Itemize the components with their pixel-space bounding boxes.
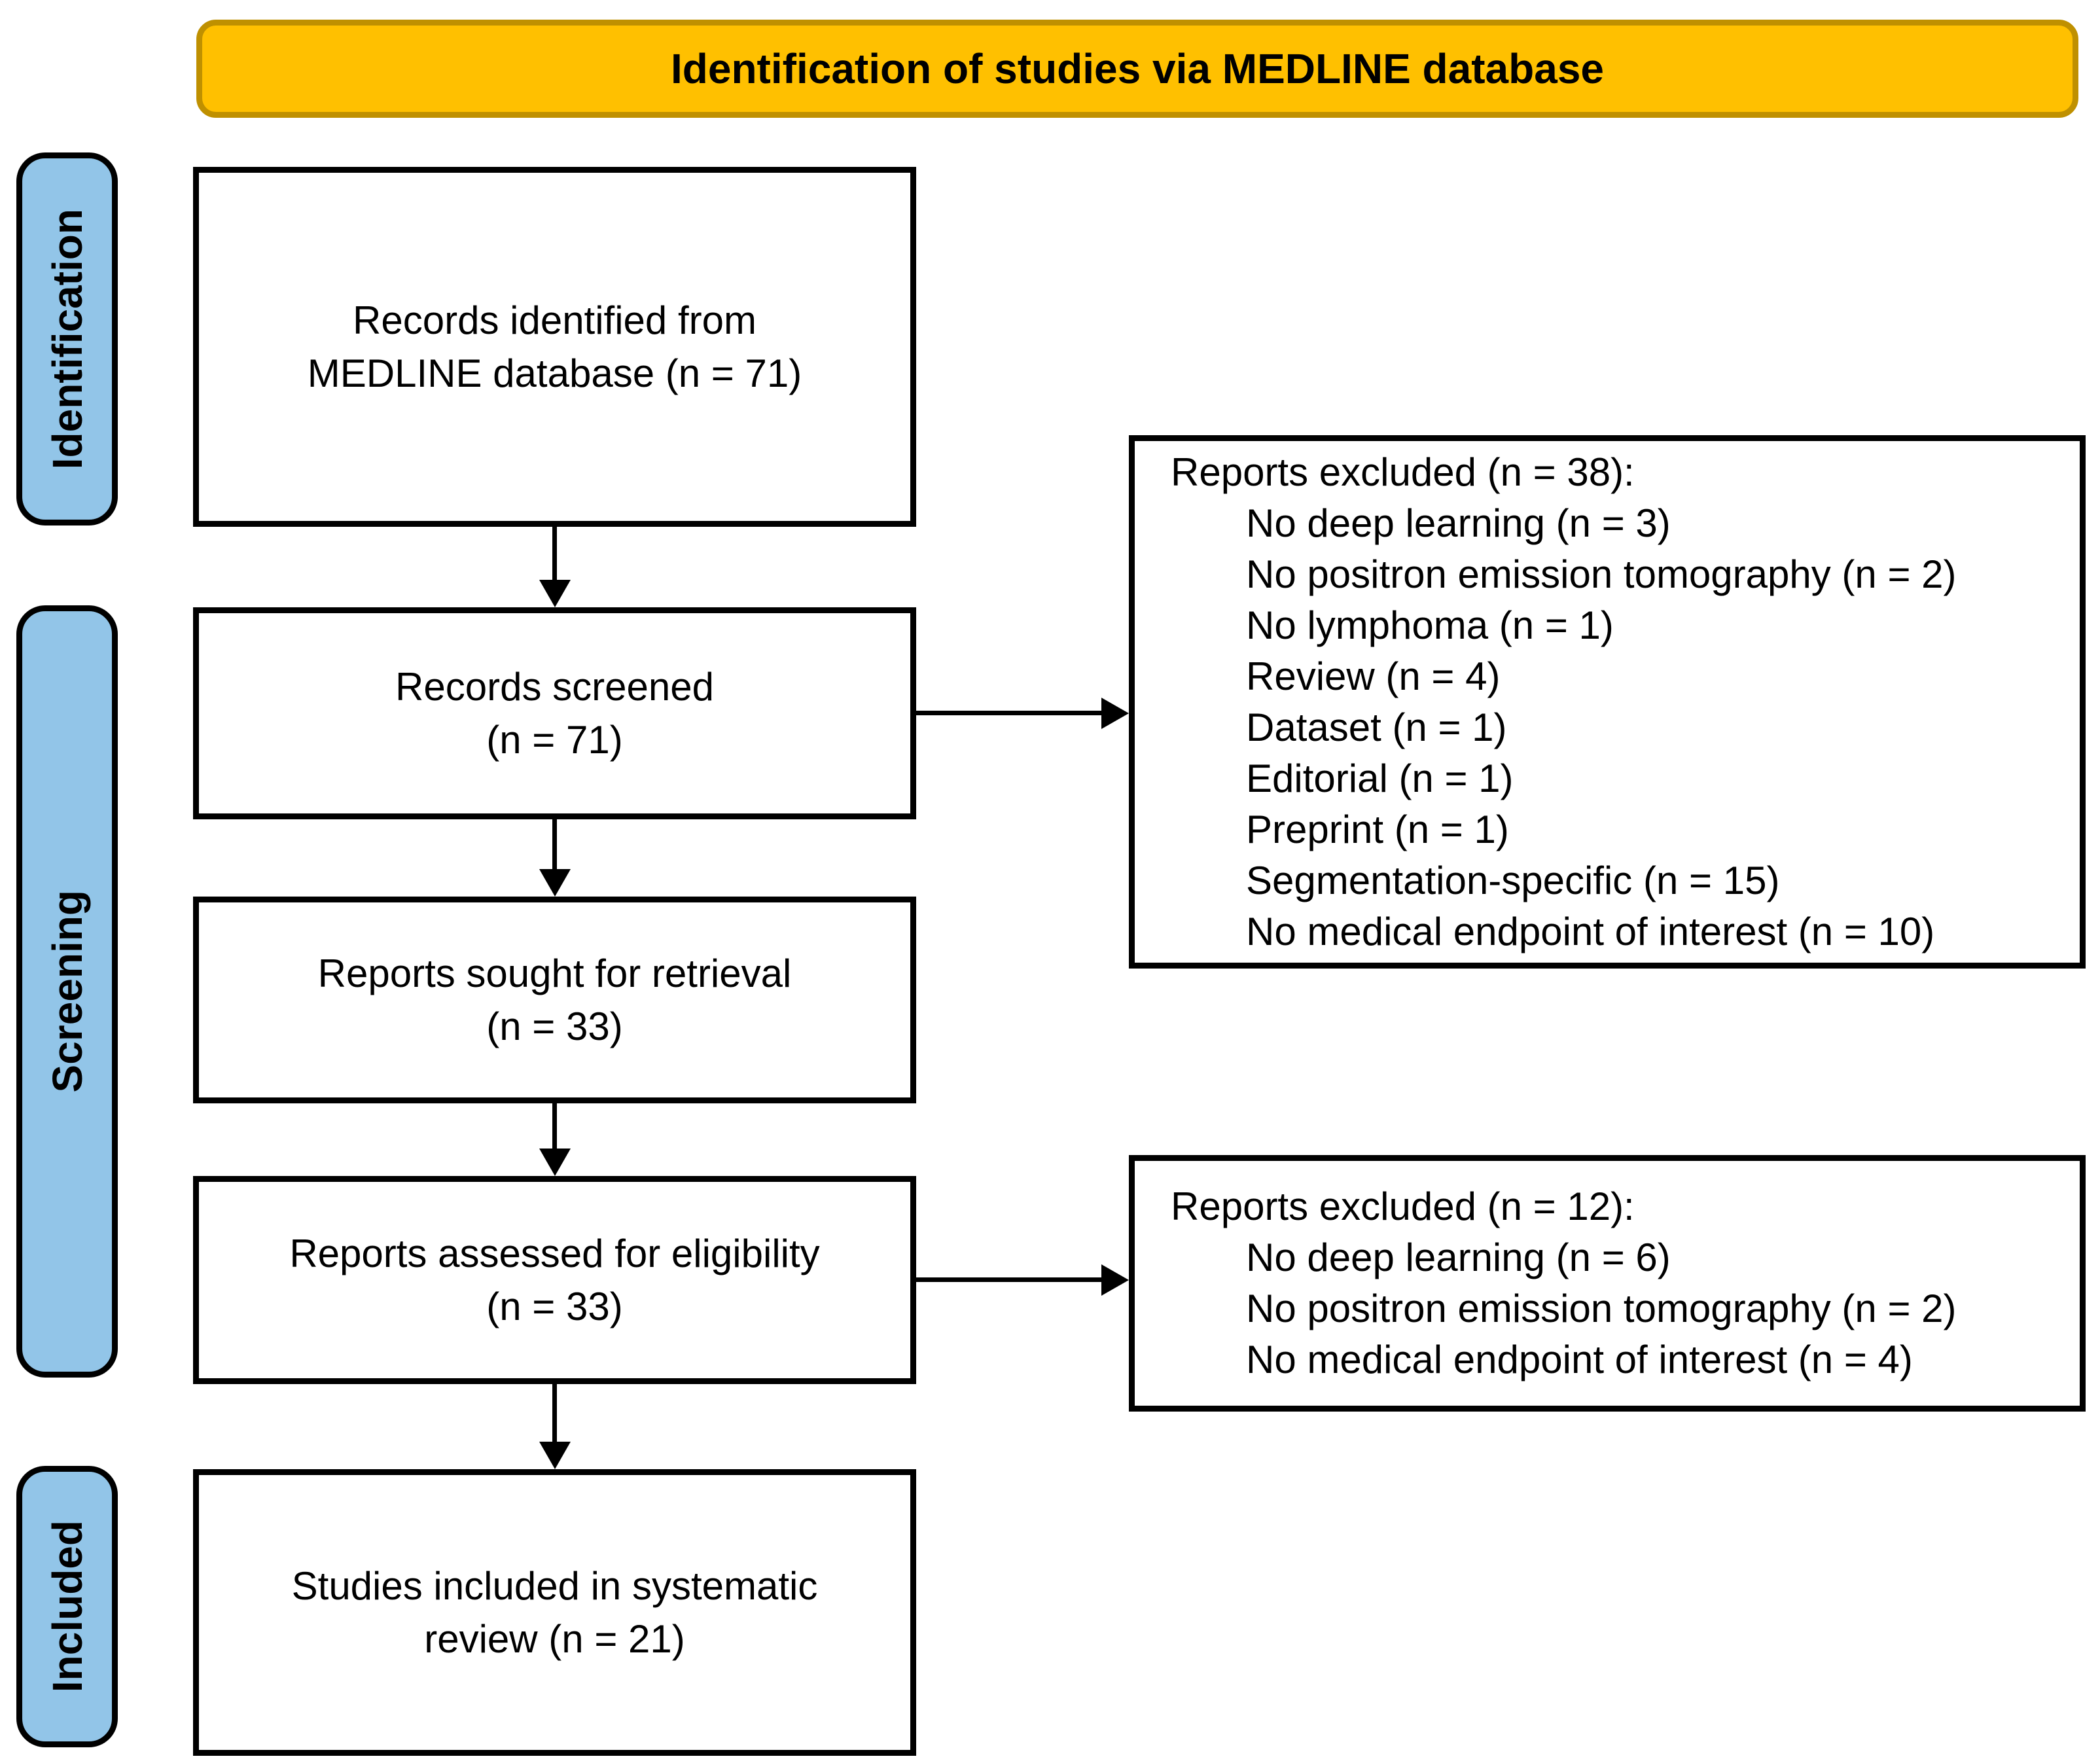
diagram-title-banner: Identification of studies via MEDLINE da… [196, 20, 2078, 118]
arrow-head [1101, 698, 1129, 729]
exclusion-reason: Dataset (n = 1) [1246, 705, 1507, 749]
exclusion-reason: Editorial (n = 1) [1246, 756, 1514, 800]
arrow-line [914, 711, 1103, 715]
exclusion-reason: Preprint (n = 1) [1246, 807, 1509, 851]
exclusion-heading: Reports excluded (n = 38): [1171, 450, 1635, 494]
stage-label-identification: Identification [16, 152, 118, 525]
node-reports-assessed-line1: Reports assessed for eligibility [289, 1232, 820, 1275]
node-studies-included: Studies included in systematic review (n… [193, 1469, 916, 1756]
node-records-screened: Records screened (n = 71) [193, 607, 916, 819]
stage-label-screening: Screening [16, 605, 118, 1378]
exclusion-reason-list: No deep learning (n = 3) No positron emis… [1171, 498, 2060, 957]
exclusion-reason: No medical endpoint of interest (n = 4) [1246, 1338, 1913, 1381]
exclusion-reason: Segmentation-specific (n = 15) [1246, 858, 1780, 902]
node-reports-sought-line2: (n = 33) [486, 1005, 623, 1048]
node-records-identified-line1: Records identified from [353, 298, 756, 342]
arrow-head [539, 1149, 571, 1176]
stage-label-included: Included [16, 1466, 118, 1747]
arrow-head [539, 580, 571, 607]
exclusion-reason: No deep learning (n = 6) [1246, 1236, 1671, 1279]
box-reports-excluded-eligibility: Reports excluded (n = 12): No deep learn… [1129, 1155, 2086, 1412]
node-reports-assessed: Reports assessed for eligibility (n = 33… [193, 1176, 916, 1384]
exclusion-reason: No lymphoma (n = 1) [1246, 603, 1614, 647]
exclusion-reason: No positron emission tomography (n = 2) [1246, 552, 1957, 596]
stage-label-included-text: Included [43, 1520, 91, 1693]
exclusion-reason: No deep learning (n = 3) [1246, 501, 1671, 545]
exclusion-reason: No positron emission tomography (n = 2) [1246, 1287, 1957, 1330]
arrow-line [552, 815, 557, 870]
arrow-line [552, 522, 557, 581]
arrow-line [914, 1277, 1103, 1282]
node-reports-assessed-line2: (n = 33) [486, 1285, 623, 1328]
node-reports-sought: Reports sought for retrieval (n = 33) [193, 897, 916, 1103]
node-records-identified-line2: MEDLINE database (n = 71) [307, 351, 802, 395]
stage-label-screening-text: Screening [43, 890, 91, 1093]
node-records-screened-line2: (n = 71) [486, 718, 623, 762]
box-reports-excluded-screening: Reports excluded (n = 38): No deep learn… [1129, 435, 2086, 969]
arrow-head [539, 869, 571, 897]
node-studies-included-line1: Studies included in systematic [291, 1564, 818, 1608]
arrow-head [539, 1442, 571, 1469]
exclusion-reason: No medical endpoint of interest (n = 10) [1246, 909, 1935, 953]
exclusion-reason: Review (n = 4) [1246, 654, 1501, 698]
node-studies-included-line2: review (n = 21) [424, 1617, 685, 1661]
arrow-line [552, 1099, 557, 1150]
exclusion-heading: Reports excluded (n = 12): [1171, 1184, 1635, 1228]
arrow-line [552, 1380, 557, 1443]
exclusion-reason-list: No deep learning (n = 6) No positron emis… [1171, 1232, 2060, 1385]
arrow-head [1101, 1264, 1129, 1296]
stage-label-identification-text: Identification [43, 208, 91, 470]
diagram-title: Identification of studies via MEDLINE da… [670, 45, 1605, 92]
node-records-screened-line1: Records screened [395, 665, 714, 709]
node-records-identified: Records identified from MEDLINE database… [193, 167, 916, 527]
node-reports-sought-line1: Reports sought for retrieval [317, 952, 792, 995]
